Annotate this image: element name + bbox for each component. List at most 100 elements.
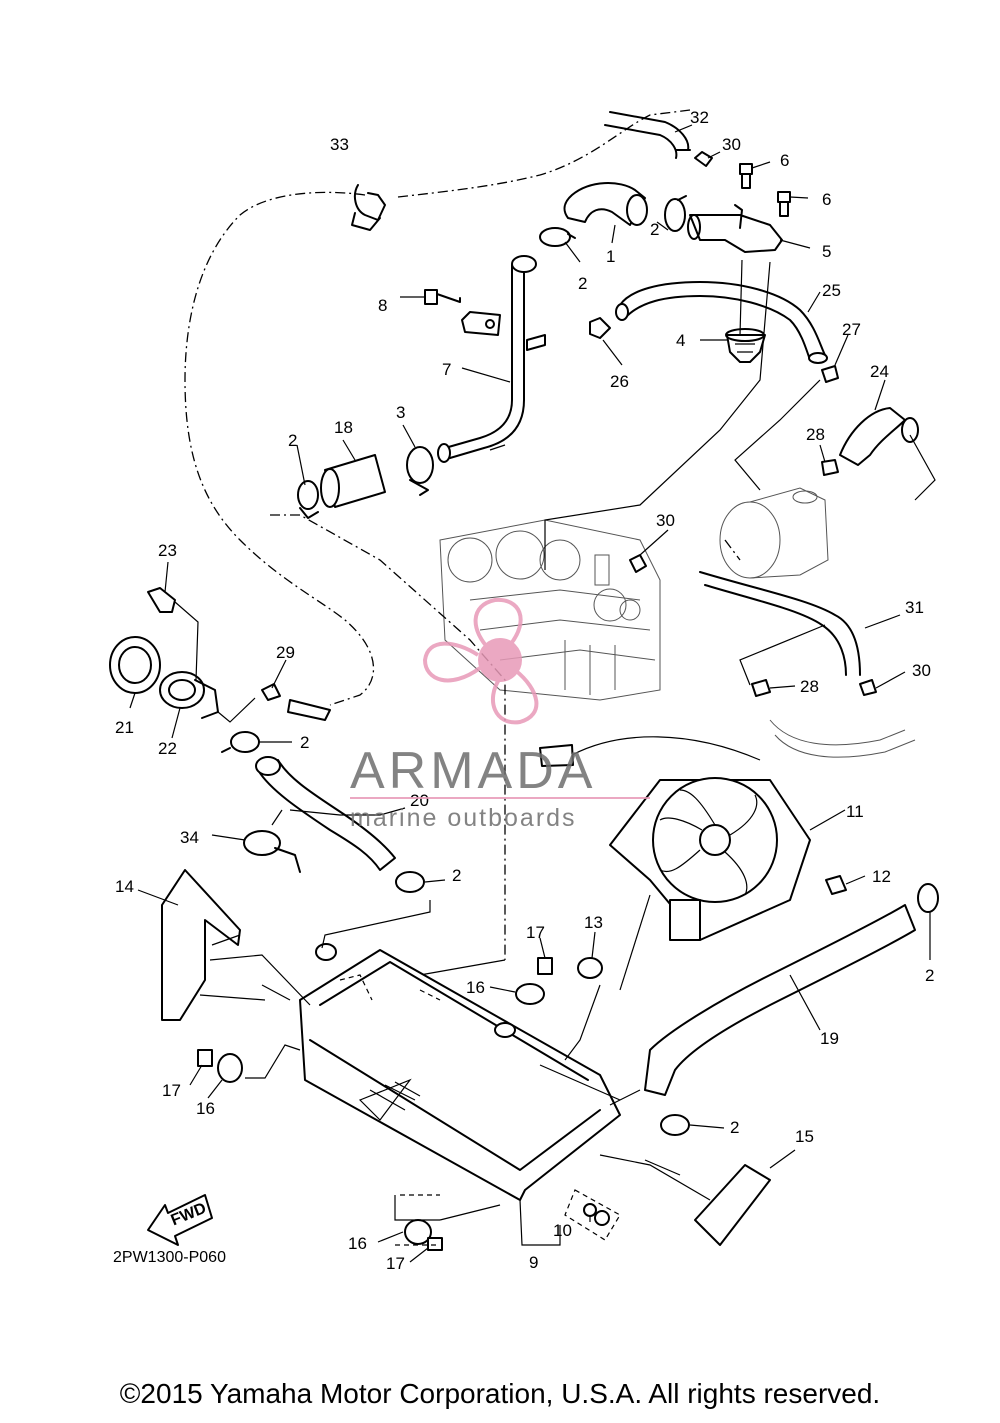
clamp-2-a <box>664 195 687 232</box>
callout-25: 25 <box>822 281 841 300</box>
armada-logo-icon <box>422 597 539 725</box>
callouts: 32 30 33 6 6 5 1 2 2 25 8 4 27 26 7 24 3… <box>115 108 934 1273</box>
callout-7: 7 <box>442 360 451 379</box>
callout-17: 17 <box>526 923 545 942</box>
lower-hose-phantom <box>769 719 916 758</box>
callout-17: 17 <box>162 1081 181 1100</box>
bolt-8 <box>424 289 461 305</box>
clip-34 <box>243 830 301 873</box>
drain-10 <box>583 1203 610 1226</box>
callout-2: 2 <box>650 220 659 239</box>
hose-1 <box>563 182 648 226</box>
callout-31: 31 <box>905 598 924 617</box>
clamp-2-g <box>660 1114 690 1136</box>
leader-lines <box>129 124 936 1263</box>
callout-23: 23 <box>158 541 177 560</box>
callout-34: 34 <box>180 828 199 847</box>
callout-2: 2 <box>925 966 934 985</box>
watermark: ARMADA marine outboards <box>350 597 650 832</box>
callout-22: 22 <box>158 739 177 758</box>
callout-1: 1 <box>606 247 615 266</box>
tube-15 <box>694 1164 771 1246</box>
callout-3: 3 <box>396 403 405 422</box>
thermostat-4 <box>725 328 766 363</box>
callout-8: 8 <box>378 296 387 315</box>
engine-phantom <box>439 519 661 701</box>
callout-28: 28 <box>806 425 825 444</box>
hose-20 <box>255 756 396 871</box>
callout-4: 4 <box>676 331 685 350</box>
clip-26 <box>589 317 611 339</box>
callout-28: 28 <box>800 677 819 696</box>
fwd-arrow-icon: FWD <box>147 1194 213 1246</box>
callout-10: 10 <box>553 1221 572 1240</box>
callout-2: 2 <box>300 733 309 752</box>
callout-2: 2 <box>730 1118 739 1137</box>
hose-19 <box>644 904 916 1096</box>
clip-28-b <box>751 679 771 697</box>
screw-23 <box>147 587 176 613</box>
bolt-6-b <box>777 191 791 217</box>
clip-33 <box>351 184 386 231</box>
cap-21 <box>109 636 161 694</box>
collar-17-c <box>427 1237 443 1251</box>
nut-13 <box>577 957 603 979</box>
callout-30: 30 <box>656 511 675 530</box>
thermostat-housing-5 <box>687 204 783 253</box>
callout-19: 19 <box>820 1029 839 1048</box>
callout-14: 14 <box>115 877 134 896</box>
callout-15: 15 <box>795 1127 814 1146</box>
small-hose <box>287 699 331 721</box>
clamp-3 <box>406 446 434 496</box>
shroud-14 <box>161 869 241 1021</box>
dashed-boxes <box>339 974 621 1246</box>
callout-30: 30 <box>912 661 931 680</box>
callout-29: 29 <box>276 643 295 662</box>
callout-2: 2 <box>578 274 587 293</box>
callout-2: 2 <box>288 431 297 450</box>
radiator-9 <box>299 943 621 1201</box>
callout-6: 6 <box>780 151 789 170</box>
clip-30-c <box>859 679 877 696</box>
callout-11: 11 <box>846 802 864 821</box>
callout-24: 24 <box>870 362 889 381</box>
callout-13: 13 <box>584 913 603 932</box>
grommet-16-b <box>217 1053 243 1083</box>
callout-20: 20 <box>410 791 429 810</box>
filler-neck-22 <box>159 671 219 719</box>
pipe-7 <box>437 255 537 463</box>
small-pipe <box>526 334 546 351</box>
callout-30: 30 <box>722 135 741 154</box>
clip-28-a <box>821 459 839 476</box>
hose-31 <box>699 571 861 676</box>
callout-12: 12 <box>872 867 891 886</box>
callout-18: 18 <box>334 418 353 437</box>
clip-27 <box>821 365 839 383</box>
callout-16: 16 <box>196 1099 215 1118</box>
clamp-2-c <box>297 480 319 519</box>
hose-24 <box>839 407 919 466</box>
hose-32 <box>604 111 691 159</box>
clamp-2-e <box>395 871 425 893</box>
callout-33: 33 <box>330 135 349 154</box>
callout-26: 26 <box>610 372 629 391</box>
clamp-2-d <box>221 731 260 753</box>
collar-17-a <box>537 957 553 975</box>
copyright-footer: ©2015 Yamaha Motor Corporation, U.S.A. A… <box>119 1378 881 1409</box>
callout-2: 2 <box>452 866 461 885</box>
drawing-code: 2PW1300-P060 <box>113 1249 226 1266</box>
callout-6: 6 <box>822 190 831 209</box>
callout-16: 16 <box>348 1234 367 1253</box>
watermark-brand: ARMADA <box>350 742 596 800</box>
hose-25 <box>615 281 828 364</box>
tube-18 <box>320 454 386 508</box>
clip-30-b <box>629 554 647 573</box>
callout-16: 16 <box>466 978 485 997</box>
bracket <box>461 311 501 336</box>
callout-27: 27 <box>842 320 861 339</box>
clamp-2-f <box>917 883 939 913</box>
clip-30-top <box>694 151 713 167</box>
watermark-tagline: marine outboards <box>350 804 577 832</box>
filter-phantom <box>719 487 829 579</box>
